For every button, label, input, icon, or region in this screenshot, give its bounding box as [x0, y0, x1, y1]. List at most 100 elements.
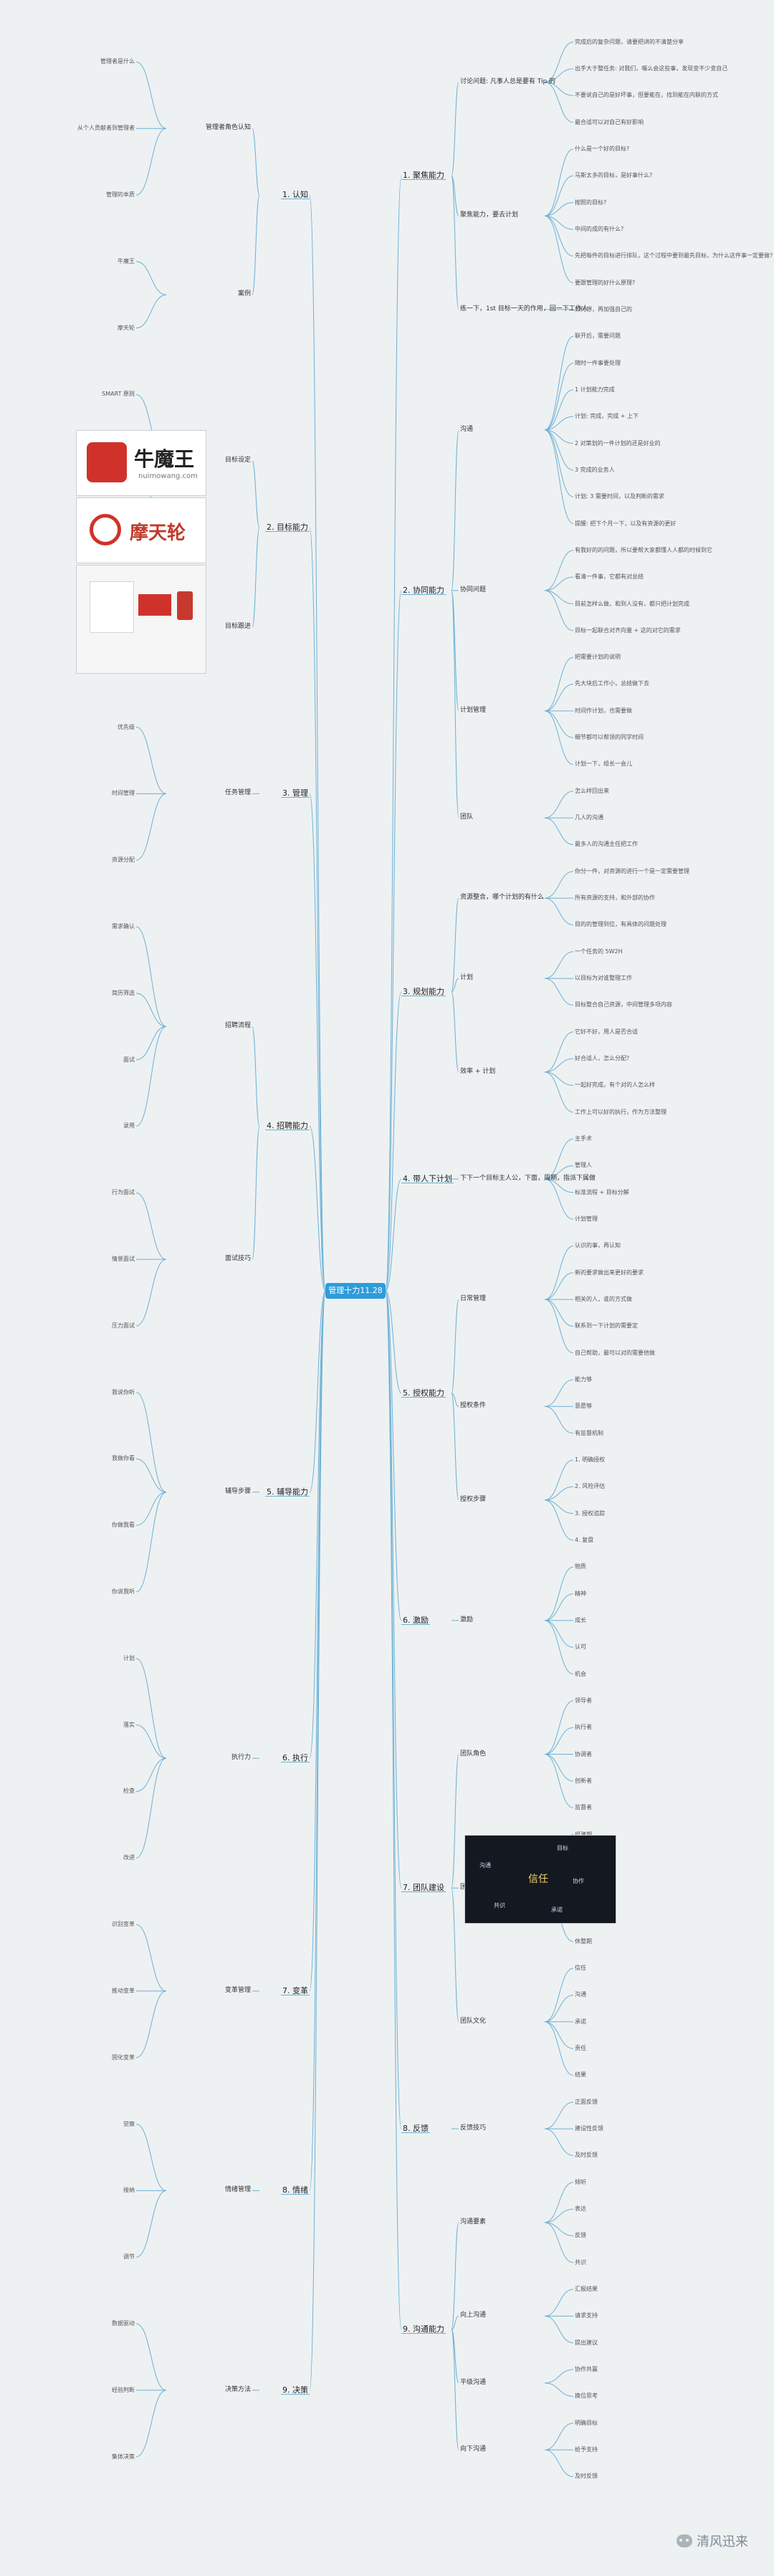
item-11-0[interactable]: 任务管理	[224, 789, 251, 797]
leaf-15-0-2[interactable]: 固化变革	[112, 2053, 135, 2061]
item-15-0[interactable]: 变革管理	[224, 1986, 251, 1994]
leaf-8-3-2[interactable]: 及时反馈	[575, 2473, 598, 2480]
leaf-8-0-1[interactable]: 表达	[575, 2205, 586, 2213]
leaf-12-0-2[interactable]: 面试	[123, 1056, 135, 1063]
branch-right-4[interactable]: 5. 授权能力	[401, 1388, 446, 1398]
leaf-9-0-2[interactable]: 管理的本质	[106, 191, 135, 199]
item-4-2[interactable]: 授权步骤	[460, 1495, 487, 1503]
leaf-12-1-2[interactable]: 压力面试	[112, 1322, 135, 1329]
leaf-8-2-1[interactable]: 换位思考	[575, 2393, 598, 2400]
leaf-17-0-0[interactable]: 数据驱动	[112, 2319, 135, 2327]
leaf-1-0-6[interactable]: 计划: 3 需要时间，以及判断的需求	[575, 493, 664, 500]
leaf-12-0-3[interactable]: 录用	[123, 1122, 135, 1130]
item-14-0[interactable]: 执行力	[231, 1754, 251, 1762]
leaf-6-2-2[interactable]: 承诺	[575, 2018, 586, 2025]
leaf-4-0-0[interactable]: 认识的事，再认知	[575, 1242, 621, 1249]
leaf-13-0-2[interactable]: 你做我看	[112, 1522, 135, 1529]
leaf-13-0-1[interactable]: 我做你看	[112, 1455, 135, 1462]
leaf-1-1-1[interactable]: 看清一件事，它都有对总结	[575, 573, 644, 581]
item-6-2[interactable]: 团队文化	[460, 2017, 487, 2025]
leaf-1-0-4[interactable]: 2 对策划的一件计划的还是好业的	[575, 439, 661, 447]
branch-left-16[interactable]: 8. 情绪	[281, 2185, 310, 2195]
leaf-12-0-0[interactable]: 需求确认	[112, 922, 135, 930]
leaf-16-0-1[interactable]: 接纳	[123, 2187, 135, 2194]
leaf-2-1-1[interactable]: 以目标为对谁整理工作	[575, 975, 632, 982]
item-7-0[interactable]: 反馈技巧	[460, 2124, 487, 2132]
branch-right-8[interactable]: 9. 沟通能力	[401, 2324, 446, 2334]
item-12-0[interactable]: 招聘流程	[224, 1022, 251, 1030]
leaf-1-2-1[interactable]: 先大块后工作小，总结做下去	[575, 680, 649, 687]
item-1-3[interactable]: 团队	[460, 814, 474, 821]
item-10-1[interactable]: 目标跟进	[224, 623, 251, 631]
leaf-5-0-3[interactable]: 认可	[575, 1644, 586, 1651]
leaf-2-2-1[interactable]: 好合适人，怎么分配?	[575, 1055, 630, 1062]
leaf-1-2-3[interactable]: 细节都可以帮领的同学时间	[575, 734, 644, 741]
leaf-13-0-3[interactable]: 你说我听	[112, 1588, 135, 1595]
leaf-11-0-1[interactable]: 时间管理	[112, 790, 135, 797]
item-0-2[interactable]: 练一下，1st 目标一天的作用，回一下工作人	[460, 305, 588, 313]
leaf-6-2-3[interactable]: 责任	[575, 2045, 586, 2052]
leaf-6-2-1[interactable]: 沟通	[575, 1991, 586, 1998]
leaf-8-3-1[interactable]: 给予支持	[575, 2446, 598, 2453]
leaf-1-2-2[interactable]: 时间作计划，也需要做	[575, 707, 632, 714]
item-8-0[interactable]: 沟通要素	[460, 2218, 487, 2226]
leaf-1-1-0[interactable]: 有我好的的问题，所以要帮大家都懂人人都的时候到它	[575, 546, 712, 553]
leaf-2-0-0[interactable]: 你分一件，对资源的进行一个是一定需要管理	[575, 867, 689, 874]
leaf-14-0-1[interactable]: 落实	[123, 1721, 135, 1728]
item-9-1[interactable]: 案例	[237, 290, 251, 298]
item-3-0[interactable]: 下下一个目标主人公，下面，周期，指派下属做	[460, 1175, 596, 1183]
leaf-7-0-2[interactable]: 及时反馈	[575, 2152, 598, 2159]
branch-left-9[interactable]: 1. 认知	[281, 190, 310, 200]
branch-right-7[interactable]: 8. 反馈	[401, 2124, 430, 2134]
item-12-1[interactable]: 面试技巧	[224, 1255, 251, 1262]
leaf-2-0-2[interactable]: 目的的管理到位，有具体的问题处理	[575, 921, 666, 928]
leaf-6-0-2[interactable]: 协调者	[575, 1750, 592, 1757]
leaf-14-0-0[interactable]: 计划	[123, 1654, 135, 1661]
leaf-9-0-1[interactable]: 从个人贡献者到管理者	[77, 125, 135, 132]
item-5-0[interactable]: 激励	[460, 1616, 474, 1623]
leaf-9-0-0[interactable]: 管理者是什么	[100, 58, 135, 65]
leaf-4-2-0[interactable]: 1. 明确授权	[575, 1456, 606, 1463]
leaf-6-0-4[interactable]: 监督者	[575, 1804, 592, 1811]
leaf-1-1-2[interactable]: 目前怎样么做，和到人没有，都只把计划完成	[575, 600, 689, 607]
leaf-3-0-3[interactable]: 计划管理	[575, 1216, 598, 1222]
item-2-2[interactable]: 效率 + 计划	[460, 1067, 496, 1075]
root-node[interactable]: 管理十力11.28	[325, 1283, 386, 1299]
leaf-0-1-4[interactable]: 先把每件的目标进行排队，这个过程中要到最先目标，为什么这件事一定要做?	[575, 252, 773, 259]
leaf-0-0-3[interactable]: 最合适可以对自己有好影响	[575, 118, 644, 125]
branch-left-14[interactable]: 6. 执行	[281, 1753, 310, 1763]
item-4-0[interactable]: 日常管理	[460, 1294, 487, 1302]
leaf-1-2-0[interactable]: 把需要计划的说明	[575, 654, 621, 661]
leaf-4-0-4[interactable]: 自己帮助，最可以对的需要他做	[575, 1349, 655, 1356]
leaf-5-0-0[interactable]: 物质	[575, 1563, 586, 1570]
leaf-13-0-0[interactable]: 我说你听	[112, 1388, 135, 1396]
leaf-1-0-5[interactable]: 3 完成的业务人	[575, 466, 615, 473]
leaf-6-1-0[interactable]: 组建期	[575, 1831, 592, 1838]
leaf-2-1-2[interactable]: 目标整合自己资源，中间管理多项内容	[575, 1001, 672, 1008]
leaf-17-0-1[interactable]: 经验判断	[112, 2386, 135, 2393]
leaf-0-0-1[interactable]: 出手大于整任务: 对我们，嘴么会这些事，发现变不少变自己	[575, 65, 728, 72]
item-8-3[interactable]: 向下沟通	[460, 2446, 487, 2453]
branch-left-11[interactable]: 3. 管理	[281, 788, 310, 798]
leaf-7-0-1[interactable]: 建设性反馈	[575, 2125, 603, 2132]
leaf-2-1-0[interactable]: 一个任务的 5W2H	[575, 948, 623, 955]
leaf-4-0-1[interactable]: 新的要求做出来更好的要求	[575, 1269, 644, 1276]
leaf-12-1-1[interactable]: 情景面试	[112, 1256, 135, 1262]
leaf-6-0-0[interactable]: 领导者	[575, 1697, 592, 1704]
item-17-0[interactable]: 决策方法	[224, 2385, 251, 2393]
leaf-11-0-2[interactable]: 资源分配	[112, 857, 135, 864]
leaf-6-0-1[interactable]: 执行者	[575, 1724, 592, 1731]
leaf-8-0-0[interactable]: 倾听	[575, 2178, 586, 2185]
leaf-1-2-4[interactable]: 计划一下，组长一会儿	[575, 760, 632, 768]
leaf-9-1-1[interactable]: 摩天轮	[118, 324, 135, 331]
leaf-9-1-0[interactable]: 牛魔王	[118, 257, 135, 264]
leaf-4-2-1[interactable]: 2. 风险评估	[575, 1483, 606, 1490]
leaf-0-1-3[interactable]: 中间的成的有什么?	[575, 225, 624, 232]
branch-right-5[interactable]: 6. 激励	[401, 1615, 430, 1625]
leaf-0-0-0[interactable]: 完成后的复杂问题，请要把讲的不清楚分享	[575, 38, 684, 45]
leaf-4-0-3[interactable]: 联系到一下计划的需要定	[575, 1322, 638, 1330]
leaf-8-0-3[interactable]: 共识	[575, 2258, 586, 2266]
leaf-5-0-4[interactable]: 机会	[575, 1670, 586, 1677]
leaf-17-0-2[interactable]: 集体决策	[112, 2453, 135, 2460]
branch-right-2[interactable]: 3. 规划能力	[401, 986, 446, 996]
